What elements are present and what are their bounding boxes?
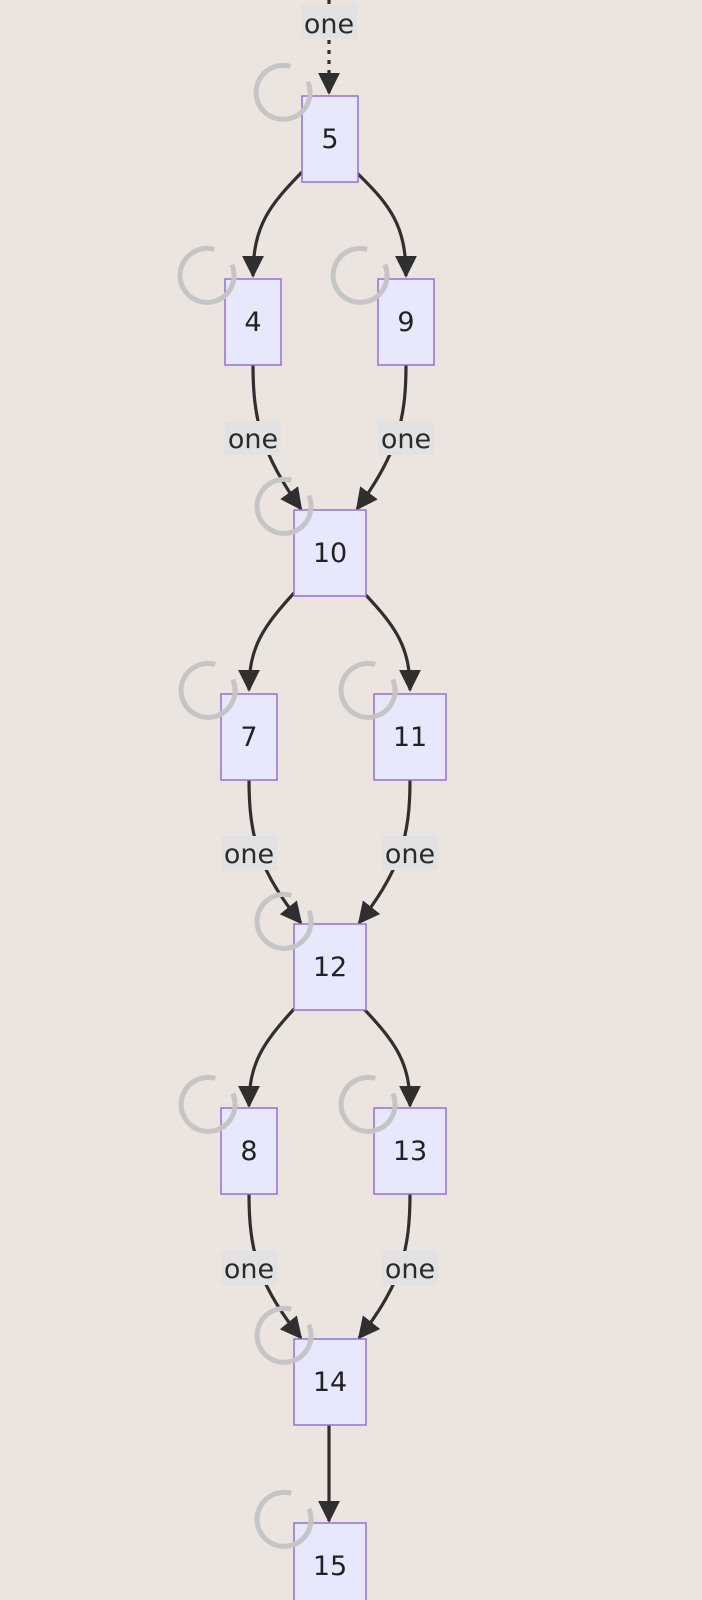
- loading-spinner-icon: [254, 476, 314, 536]
- edge-label: one: [378, 421, 434, 455]
- edge-label-text: one: [224, 839, 274, 870]
- edge-label: one: [301, 5, 357, 40]
- spinners: [177, 62, 398, 1549]
- node-13[interactable]: 13: [373, 1107, 447, 1195]
- edge-12-8: [238, 1007, 296, 1108]
- nodes: 5 4 9 10 7 11 12 8: [220, 95, 447, 1600]
- edge-label: one: [225, 421, 281, 455]
- node-label: 14: [313, 1367, 347, 1398]
- loading-spinner-icon: [254, 891, 314, 951]
- edge-10-11: [362, 591, 421, 692]
- edge-labels: one one one one one one one: [221, 5, 438, 1285]
- edge-12-13: [362, 1007, 421, 1108]
- node-label: 8: [240, 1136, 257, 1167]
- node-5[interactable]: 5: [301, 95, 359, 183]
- node-label: 4: [244, 307, 261, 338]
- edge-label-text: one: [385, 839, 435, 870]
- node-label: 10: [313, 538, 347, 569]
- edges: [238, 0, 421, 1523]
- node-label: 9: [397, 307, 414, 338]
- edge-5-9: [354, 170, 417, 278]
- edge-label-text: one: [228, 424, 278, 455]
- loading-spinner-icon: [338, 1074, 398, 1134]
- edge-label-text: one: [381, 424, 431, 455]
- edge-label: one: [221, 1251, 277, 1285]
- edge-label: one: [382, 1251, 438, 1285]
- node-label: 15: [313, 1551, 347, 1582]
- node-9[interactable]: 9: [377, 278, 435, 366]
- edge-5-4: [242, 170, 304, 278]
- node-11[interactable]: 11: [373, 693, 447, 781]
- loading-spinner-icon: [177, 245, 237, 305]
- edge-label: one: [221, 836, 277, 870]
- loading-spinner-icon: [338, 660, 398, 720]
- loading-spinner-icon: [254, 1305, 314, 1365]
- node-4[interactable]: 4: [224, 278, 282, 366]
- edge-label-text: one: [385, 1254, 435, 1285]
- edge-10-7: [238, 591, 296, 692]
- loading-spinner-icon: [254, 1489, 314, 1549]
- edge-label-text: one: [304, 9, 354, 40]
- loading-spinner-icon: [330, 245, 390, 305]
- loading-spinner-icon: [178, 1074, 238, 1134]
- node-label: 7: [240, 722, 257, 753]
- node-label: 11: [393, 722, 427, 753]
- loading-spinner-icon: [178, 660, 238, 720]
- loading-spinner-icon: [253, 62, 313, 122]
- node-label: 13: [393, 1136, 427, 1167]
- node-label: 12: [313, 952, 347, 983]
- node-label: 5: [321, 124, 338, 155]
- node-8[interactable]: 8: [220, 1107, 278, 1195]
- edge-label: one: [382, 836, 438, 870]
- edge-label-text: one: [224, 1254, 274, 1285]
